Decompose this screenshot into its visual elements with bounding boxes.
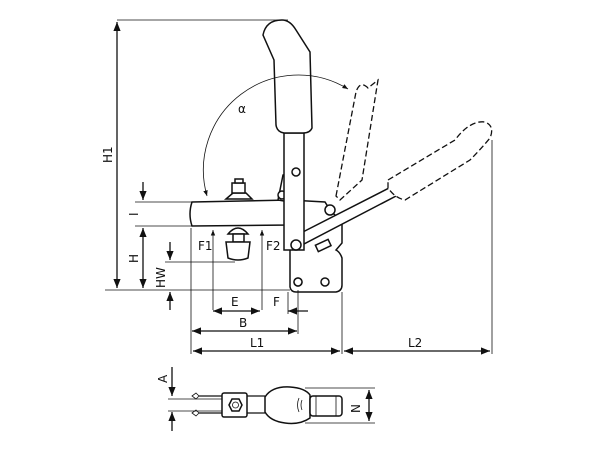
handle-open-position xyxy=(335,78,379,201)
label-F1: F1 xyxy=(198,239,213,253)
label-F2: F2 xyxy=(266,239,281,253)
handle-shaft xyxy=(283,132,305,251)
handle-grip xyxy=(262,19,313,134)
grip-top-view xyxy=(264,386,311,425)
spindle-pad xyxy=(225,241,251,261)
label-H: H xyxy=(127,254,141,263)
dimensions xyxy=(105,19,493,355)
label-E: E xyxy=(231,295,239,309)
label-L1: L1 xyxy=(250,336,264,350)
top-view xyxy=(168,367,375,431)
label-N: N xyxy=(349,404,363,413)
label-H1: H1 xyxy=(101,146,115,163)
dimension-labels: H1 I H HW F1 F2 E F B L1 L2 α A N xyxy=(101,102,422,413)
label-F: F xyxy=(273,295,280,309)
label-I: I xyxy=(127,212,141,216)
label-HW: HW xyxy=(154,267,168,288)
label-alpha: α xyxy=(238,102,246,116)
clamp-arm xyxy=(189,199,291,227)
label-A: A xyxy=(156,374,170,383)
label-B: B xyxy=(239,316,247,330)
side-view xyxy=(189,19,493,293)
label-L2: L2 xyxy=(408,336,422,350)
